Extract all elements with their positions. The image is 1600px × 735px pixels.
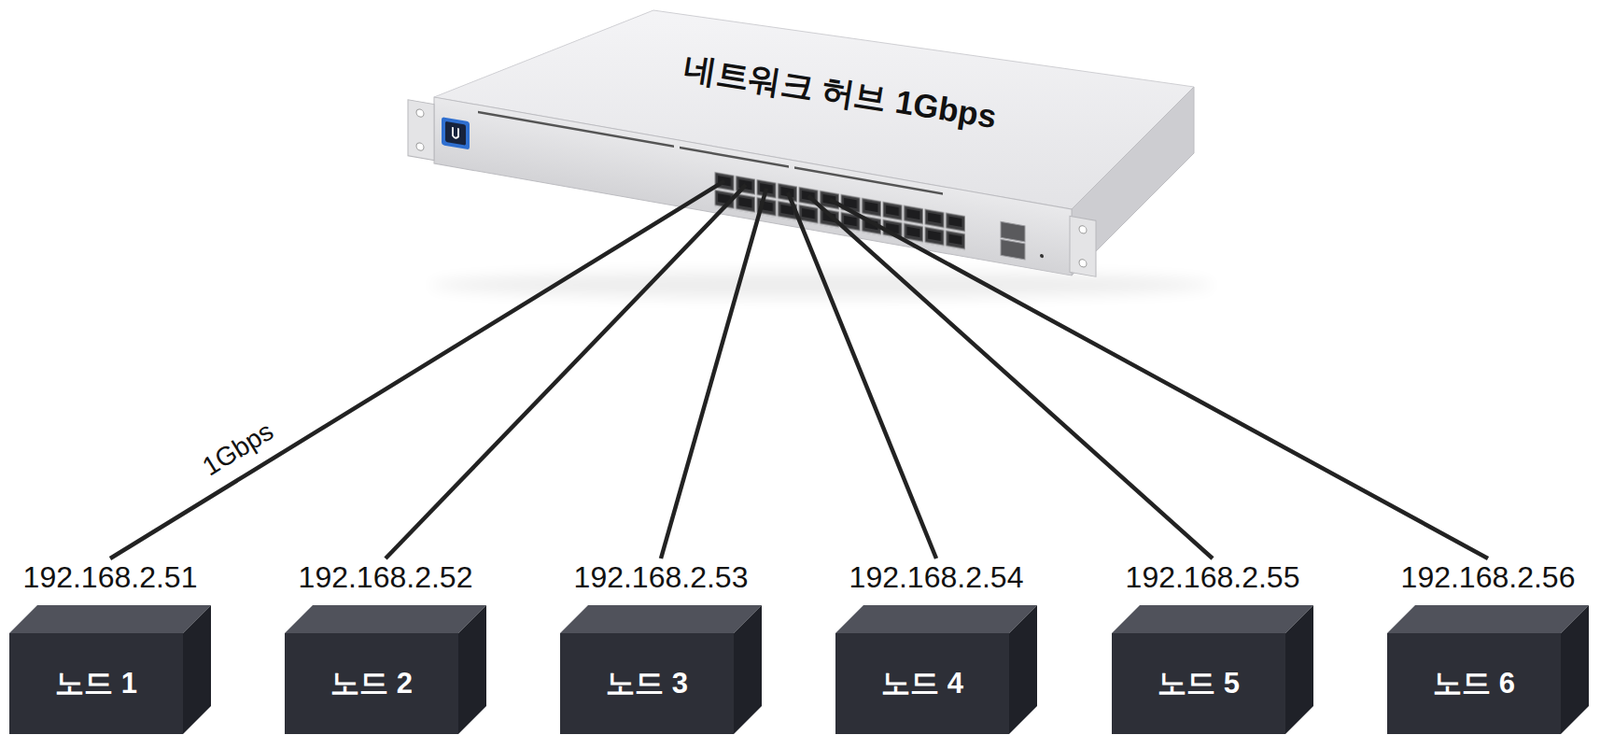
box-top-face [560, 604, 762, 633]
box-top-face [284, 604, 487, 633]
ip-address: 192.168.2.52 [280, 558, 491, 596]
logo-inner [445, 121, 466, 146]
ip-address: 192.168.2.54 [831, 558, 1041, 596]
ip-wrap: 192.168.2.54 [831, 558, 1041, 596]
box-top-face [1387, 604, 1589, 633]
node-name: 노드 5 [1111, 632, 1286, 734]
rack-ear [1069, 215, 1096, 277]
ip-wrap: 192.168.2.55 [1108, 558, 1318, 596]
node-box: 노드 1 [9, 604, 211, 734]
box-side-face [182, 604, 211, 734]
ear-hole [416, 108, 424, 117]
box-front-face [284, 632, 459, 734]
ear-hole [416, 141, 424, 151]
ip-address: 192.168.2.55 [1108, 558, 1318, 596]
node-name: 노드 1 [9, 632, 183, 734]
compute-node: 192.168.2.51 노드 1 [5, 558, 215, 734]
ear-hole [1079, 224, 1087, 234]
network-cable [829, 199, 1488, 559]
node-box: 노드 5 [1111, 604, 1314, 734]
compute-node: 192.168.2.54 노드 4 [831, 558, 1041, 734]
network-hub: 네트워크 허브 1Gbps [597, 37, 1083, 201]
link-speed-label: 1Gbps [196, 416, 279, 482]
compute-node: 192.168.2.55 노드 5 [1108, 558, 1318, 734]
node-name: 노드 4 [835, 632, 1010, 734]
node-name: 노드 6 [1387, 632, 1561, 734]
box-front-face [1111, 632, 1286, 734]
sfp-port [1000, 221, 1025, 242]
ip-wrap: 192.168.2.52 [280, 558, 491, 596]
box-top-face [9, 604, 211, 633]
network-cable [110, 181, 725, 559]
node-name: 노드 2 [284, 632, 459, 734]
logo-badge [441, 116, 470, 150]
ear-hole [1079, 258, 1087, 267]
node-box: 노드 4 [835, 604, 1038, 734]
hub-label: 네트워크 허브 1Gbps [681, 48, 1000, 137]
compute-node: 192.168.2.56 노드 6 [1383, 558, 1593, 734]
box-front-face [1387, 632, 1561, 734]
hub-label-wrap: 네트워크 허브 1Gbps [597, 35, 1083, 151]
box-top-face [835, 604, 1038, 633]
vent-slot [679, 147, 789, 168]
box-side-face [1285, 604, 1314, 734]
reset-button [1039, 253, 1044, 259]
ip-wrap: 192.168.2.56 [1383, 558, 1593, 596]
box-side-face [733, 604, 762, 734]
box-front-face [9, 632, 183, 734]
ip-address: 192.168.2.53 [556, 558, 766, 596]
ip-wrap: 192.168.2.51 [5, 558, 215, 596]
box-side-face [1009, 604, 1038, 734]
ip-address: 192.168.2.56 [1383, 558, 1593, 596]
node-box: 노드 2 [284, 604, 487, 734]
rack-ear [407, 99, 435, 161]
ip-address: 192.168.2.51 [5, 558, 215, 596]
box-side-face [1560, 604, 1589, 734]
box-front-face [835, 632, 1010, 734]
box-side-face [458, 604, 487, 734]
compute-node: 192.168.2.52 노드 2 [280, 558, 491, 734]
node-box: 노드 6 [1387, 604, 1589, 734]
network-cable [660, 188, 767, 559]
node-name: 노드 3 [560, 632, 734, 734]
network-cable [385, 184, 746, 559]
node-box: 노드 3 [560, 604, 762, 734]
vent-slot [477, 112, 674, 147]
ip-wrap: 192.168.2.53 [556, 558, 766, 596]
compute-node: 192.168.2.53 노드 3 [556, 558, 766, 734]
box-top-face [1111, 604, 1314, 633]
box-front-face [560, 632, 734, 734]
logo-mark [452, 126, 459, 139]
sfp-port [1000, 238, 1025, 260]
